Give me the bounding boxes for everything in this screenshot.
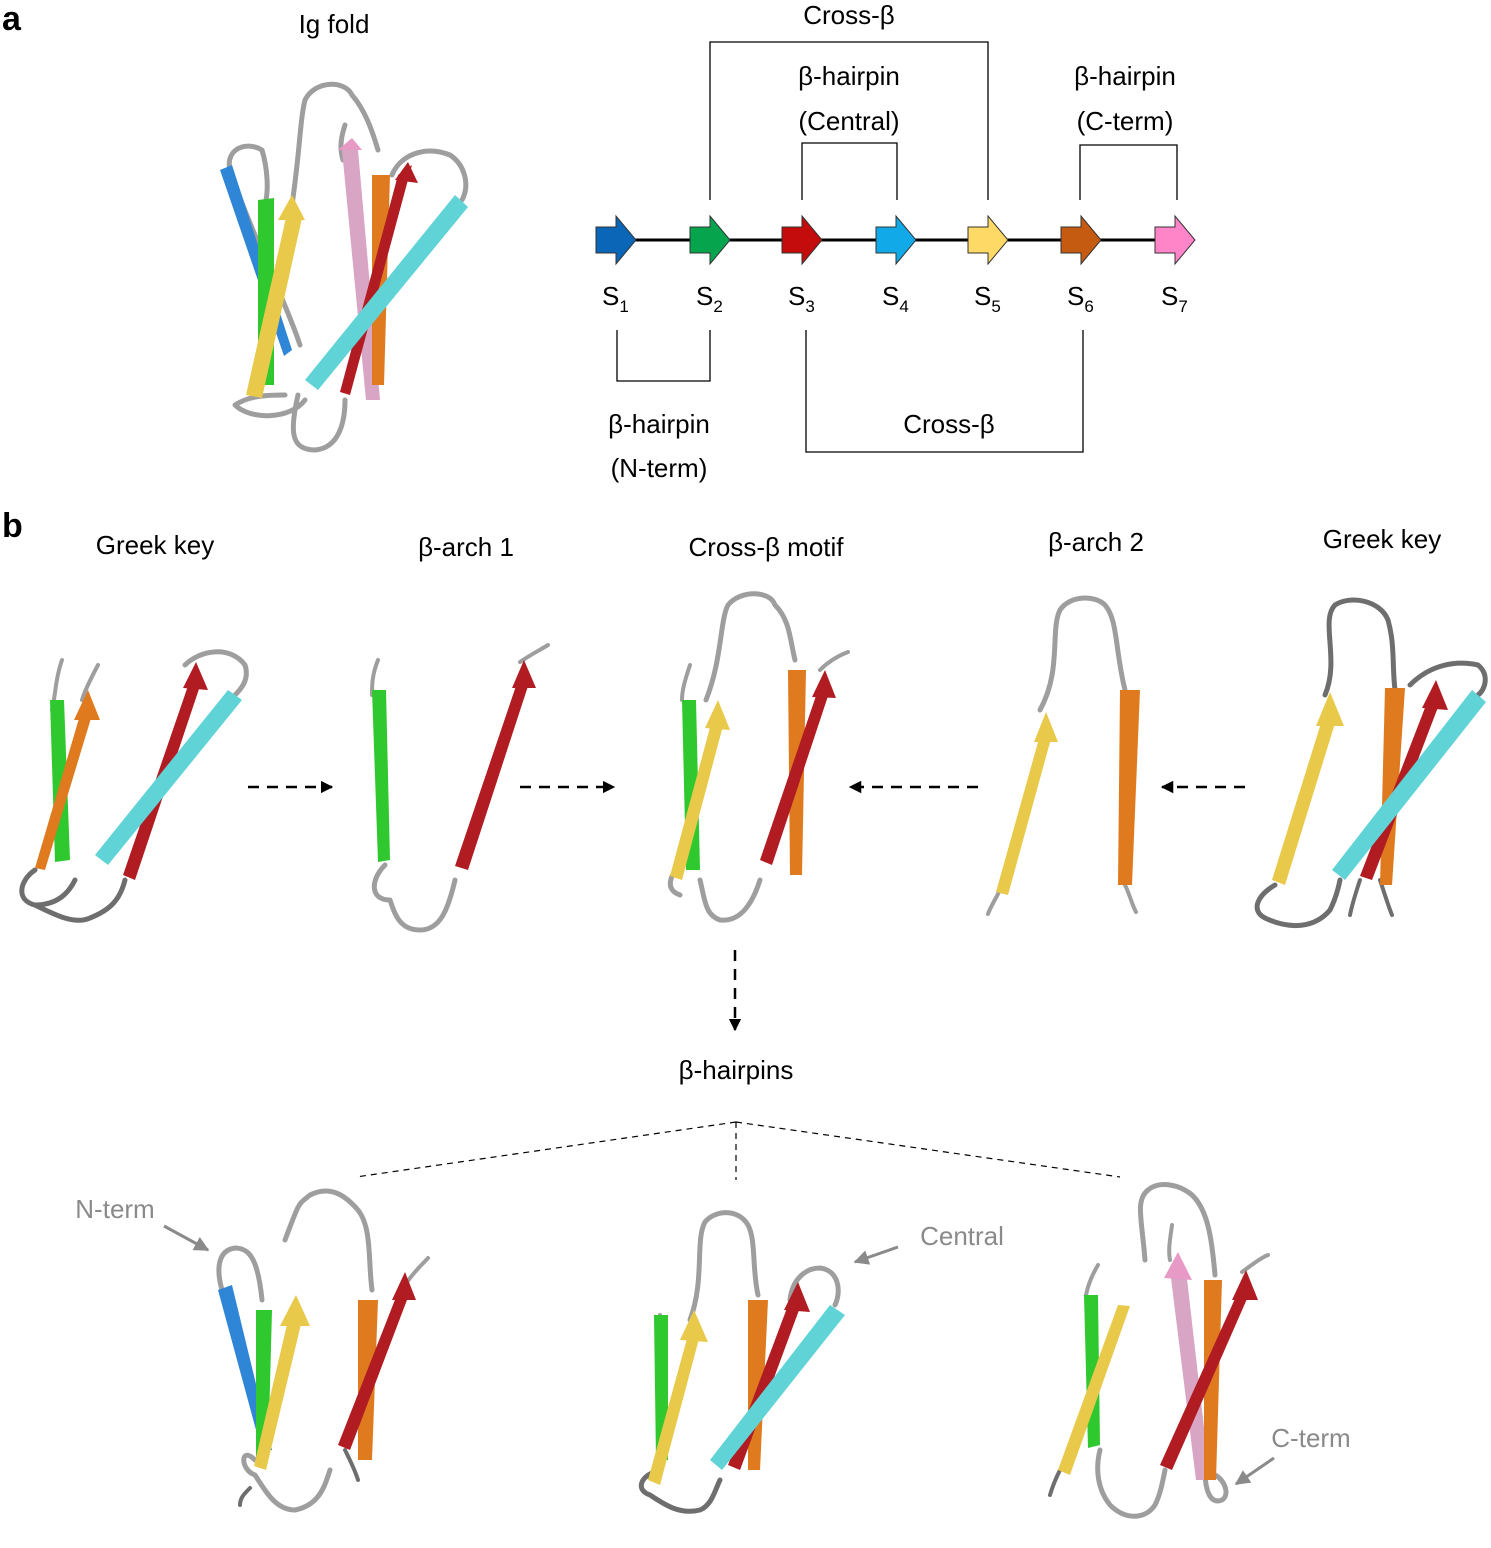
strand-subscript: 4 [899, 297, 908, 316]
title-beta-arch-2: β-arch 2 [1048, 527, 1144, 557]
structure-beta-arch-2 [986, 595, 1140, 916]
callout-central-arrow [853, 1245, 899, 1265]
label-hairpin-central-line2: (Central) [798, 106, 899, 136]
label-hairpin-nterm-line1: β-hairpin [608, 409, 710, 439]
callout-nterm-label: N-term [75, 1194, 154, 1224]
strand-label-s6: S6 [1067, 281, 1094, 316]
panel-b-letter: b [2, 507, 23, 545]
callout-central-label: Central [920, 1221, 1004, 1251]
strand-subscript: 3 [805, 297, 814, 316]
structure-hairpin-central [638, 1210, 845, 1514]
structure-hairpin-nterm [216, 1188, 430, 1513]
title-beta-arch-1: β-arch 1 [418, 532, 514, 562]
bracket-hairpin-central [801, 142, 898, 200]
strand-subscript: 7 [1178, 297, 1187, 316]
structure-greek-key-1 [19, 649, 249, 923]
strand-arrow-s4 [875, 214, 917, 266]
strand-label-s4: S4 [882, 281, 909, 316]
topology-brackets [616, 41, 1178, 453]
strand-subscript: 5 [991, 297, 1000, 316]
strand-arrow-s1 [595, 214, 637, 266]
callout-nterm-arrow [163, 1224, 210, 1252]
structure-hairpin-cterm [1048, 1182, 1270, 1519]
structure-beta-arch-1 [370, 643, 550, 933]
bracket-cross-beta-bottom [805, 330, 1084, 453]
strand-arrow-s6 [1060, 214, 1102, 266]
title-greek-key-1: Greek key [96, 530, 215, 560]
structure-cross-beta-motif [668, 591, 850, 923]
strand-label-s2: S2 [696, 281, 723, 316]
strand-arrow-s5 [967, 214, 1009, 266]
strand-arrow-s7 [1154, 214, 1196, 266]
ig-fold-structure [220, 81, 469, 453]
label-hairpin-central-line1: β-hairpin [798, 61, 900, 91]
strand-label-s5: S5 [974, 281, 1001, 316]
strand-subscript: 2 [713, 297, 722, 316]
label-hairpin-nterm-line2: (N-term) [611, 453, 708, 483]
strand-subscript: 6 [1084, 297, 1093, 316]
bracket-hairpin-cterm [1079, 144, 1178, 200]
bracket-cross-beta-top [709, 41, 989, 200]
callout-cterm-label: C-term [1271, 1423, 1350, 1453]
ig-fold-title: Ig fold [299, 9, 370, 39]
callout-cterm-arrow [1234, 1456, 1275, 1486]
label-hairpin-cterm-line1: β-hairpin [1074, 61, 1176, 91]
title-greek-key-2: Greek key [1323, 524, 1442, 554]
strand-topology: S1 S2 S3 S4 S5 S6 S7 [595, 214, 1196, 316]
strand-label-s3: S3 [788, 281, 815, 316]
strand-subscript: 1 [619, 297, 628, 316]
strand-arrow-s3 [781, 214, 823, 266]
panel-a-letter: a [2, 0, 22, 38]
label-cross-beta-bottom: Cross-β [903, 409, 995, 439]
strand-label-s1: S1 [602, 281, 629, 316]
label-beta-hairpins: β-hairpins [679, 1055, 794, 1085]
structure-greek-key-2 [1254, 597, 1488, 929]
label-cross-beta-top: Cross-β [803, 0, 895, 30]
hairpin-tree-lines [355, 1121, 1121, 1180]
strand-arrow-s2 [689, 214, 731, 266]
label-hairpin-cterm-line2: (C-term) [1077, 106, 1174, 136]
strand-label-s7: S7 [1161, 281, 1188, 316]
bracket-hairpin-nterm [616, 330, 711, 382]
title-cross-beta-motif: Cross-β motif [688, 532, 844, 562]
